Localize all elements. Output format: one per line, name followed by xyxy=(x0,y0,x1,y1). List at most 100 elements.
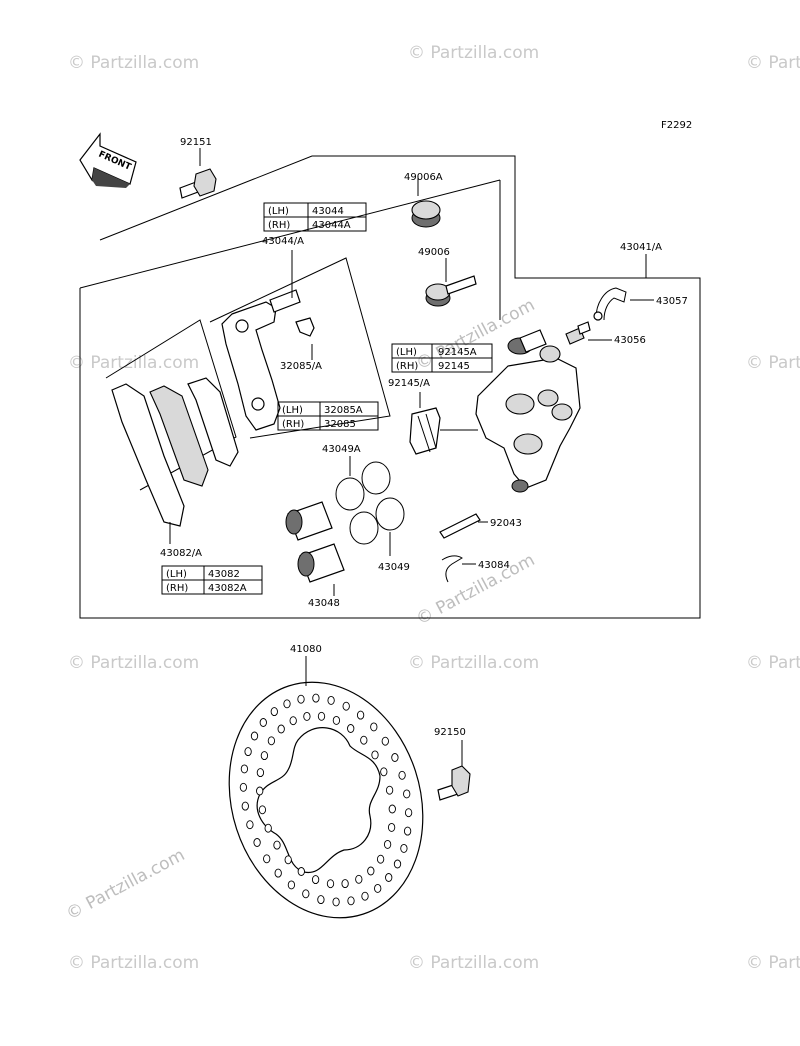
pad-spring-32085 xyxy=(295,317,315,360)
disc-hole xyxy=(253,838,261,847)
watermark: © Partzilla.com xyxy=(746,953,800,973)
disc-hole xyxy=(391,753,399,762)
watermark: © Partzilla.com xyxy=(68,53,199,73)
disc-hole xyxy=(284,855,292,865)
side-table-43082: (LH) 43082 (RH) 43082A xyxy=(161,565,263,595)
cotter-clip-43084 xyxy=(441,555,476,583)
pad-spring-92145 xyxy=(409,392,478,455)
disc-holes xyxy=(239,693,413,907)
bolt-92151 xyxy=(179,148,217,199)
part-label: 92043 xyxy=(490,518,522,529)
disc-hole xyxy=(388,804,396,814)
disc-hole xyxy=(327,695,335,705)
disc-hole xyxy=(246,820,254,830)
table-side: (LH) xyxy=(396,347,417,358)
front-arrow-icon: FRONT xyxy=(79,132,137,188)
disc-hole xyxy=(239,782,248,792)
table-part: 32085A xyxy=(324,405,363,416)
disc-hole xyxy=(385,873,393,882)
table-side: (RH) xyxy=(396,361,418,372)
disc-hole xyxy=(267,736,276,746)
table-side: (LH) xyxy=(268,206,289,217)
disc-hole xyxy=(398,770,406,780)
disc-hole xyxy=(260,751,269,761)
table-side: (LH) xyxy=(282,405,303,416)
part-label: 43056 xyxy=(614,335,646,346)
watermark: © Partzilla.com xyxy=(408,953,539,973)
disc-hole xyxy=(360,735,368,745)
disc-hole xyxy=(385,785,394,795)
disc-hole xyxy=(387,822,396,832)
disc-hole xyxy=(374,883,382,893)
disc-hole xyxy=(274,868,282,878)
disc-hole xyxy=(312,693,320,703)
bleeder-cap-43057 xyxy=(593,287,654,321)
disc-hole xyxy=(297,694,305,704)
table-part: 92145A xyxy=(438,347,477,358)
disc-hole xyxy=(367,866,375,876)
table-side: (RH) xyxy=(268,220,290,231)
part-label: 43044/A xyxy=(262,236,304,247)
part-label: 43057 xyxy=(656,296,688,307)
disc-hole xyxy=(297,867,305,876)
disc-bolt-92150 xyxy=(437,740,471,801)
pad-pin-92043 xyxy=(439,513,488,539)
disc-hole xyxy=(287,880,296,890)
disc-hole xyxy=(347,896,355,906)
disc-hole xyxy=(259,718,267,727)
side-table-43044: (LH) 43044 (RH) 43044A xyxy=(263,202,367,232)
disc-hole xyxy=(403,789,411,799)
disc-hole xyxy=(317,711,326,721)
piston-seal-43049a xyxy=(335,456,391,511)
disc-hole xyxy=(250,731,259,741)
disc-hole xyxy=(241,801,249,811)
watermark: © Partzilla.com xyxy=(68,653,199,673)
disc-hole xyxy=(341,879,349,889)
disc-hole xyxy=(303,711,311,721)
side-table-32085: (LH) 32085A (RH) 32085 xyxy=(277,401,379,431)
disc-hole xyxy=(258,805,267,815)
brake-pad-43082 xyxy=(111,377,239,544)
watermark: © Partzilla.com xyxy=(408,43,539,63)
disc-hole xyxy=(393,859,402,869)
part-label: 43084 xyxy=(478,560,510,571)
table-part: 43082 xyxy=(208,569,240,580)
disc-hole xyxy=(370,722,378,732)
table-part: 43082A xyxy=(208,583,247,594)
part-label: 32085/A xyxy=(280,361,322,372)
caliper-bracket-43044 xyxy=(221,250,301,431)
part-label: 43049A xyxy=(322,444,361,455)
disc-hole xyxy=(347,724,355,733)
part-label: 43082/A xyxy=(160,548,202,559)
disc-hole xyxy=(400,843,408,853)
disc-hole xyxy=(383,839,392,849)
part-label: 43049 xyxy=(378,562,410,573)
watermark: © Partzilla.com xyxy=(408,653,539,673)
part-label: 49006A xyxy=(404,172,443,183)
watermark: © Partzilla.com xyxy=(746,53,800,73)
part-label: 49006 xyxy=(418,247,450,258)
boot-49006a xyxy=(411,176,441,228)
part-label: 43041/A xyxy=(620,242,662,253)
disc-hole xyxy=(342,701,350,711)
caliper-body-43041 xyxy=(475,254,647,493)
watermark: © Partzilla.com xyxy=(746,653,800,673)
watermark: © Partzilla.com xyxy=(746,353,800,373)
disc-hole xyxy=(263,854,271,864)
disc-hole xyxy=(302,889,310,899)
table-part: 43044A xyxy=(312,220,351,231)
disc-hole xyxy=(244,747,252,757)
disc-hole xyxy=(332,715,341,725)
disc-hole xyxy=(264,823,272,833)
watermark: © Partzilla.com xyxy=(63,845,188,924)
side-table-92145: (LH) 92145A (RH) 92145 xyxy=(391,343,493,373)
table-side: (LH) xyxy=(166,569,187,580)
part-label: 92150 xyxy=(434,727,466,738)
disc-hole xyxy=(404,808,413,818)
disc-hole xyxy=(273,840,281,850)
figure-code: F2292 xyxy=(661,120,692,131)
disc-hole xyxy=(376,854,385,864)
piston-43048 xyxy=(285,501,345,596)
disc-hole xyxy=(256,786,264,796)
